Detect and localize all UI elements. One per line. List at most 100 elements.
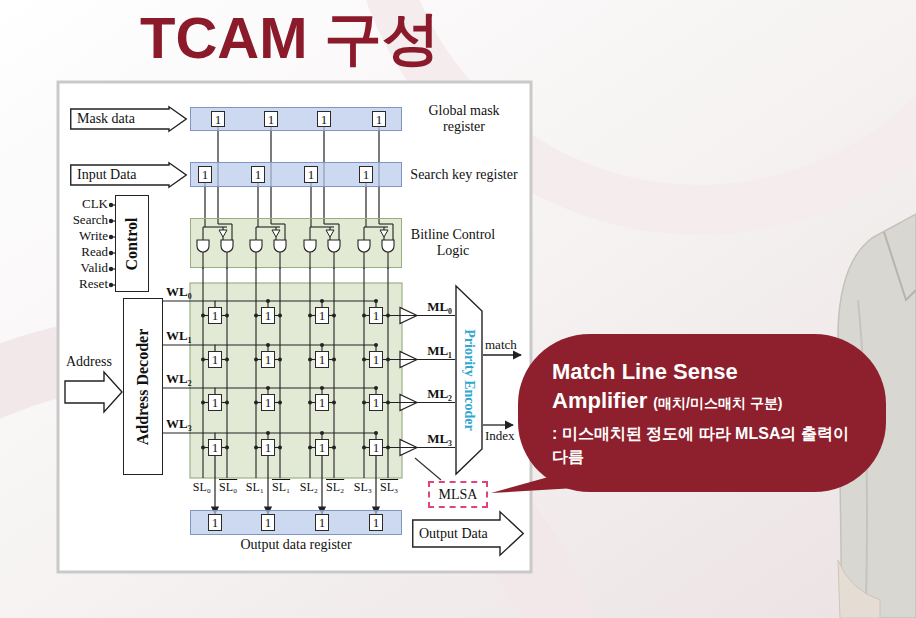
background-swirl (370, 0, 916, 210)
junction-dot (266, 299, 270, 303)
gate-wire (333, 252, 334, 269)
cell-array (190, 283, 402, 478)
tcam-cell: 1 (261, 394, 275, 411)
bit-value: 1 (373, 441, 380, 454)
gate-wire (218, 223, 232, 224)
encoder-shape (456, 286, 482, 474)
bit-value: 1 (202, 168, 209, 181)
signal-wire (383, 447, 455, 448)
junction-dot (278, 401, 282, 405)
mask-bit-cell: 1 (317, 111, 331, 127)
bit-value: 1 (319, 516, 326, 529)
key-bit-cell: 1 (359, 166, 373, 183)
output-bit-cell: 1 (369, 514, 383, 531)
tcam-cell: 1 (369, 439, 383, 456)
line-name: ML₂ (427, 387, 452, 402)
source-line-name: SL₂ (300, 481, 318, 495)
gate-wire (323, 219, 324, 224)
bit-value: 1 (376, 113, 383, 126)
tcam-cell: 1 (315, 351, 329, 368)
line-name: WL₀ (166, 285, 192, 300)
junction-dot (362, 401, 366, 405)
gate-wire (387, 252, 388, 269)
tcam-cell: 1 (369, 307, 383, 324)
gate-wire (257, 219, 258, 227)
block-name: Global mask register (409, 103, 519, 135)
signal-wire (310, 183, 311, 218)
line-name: ML₀ (427, 300, 452, 315)
diagram-panel (58, 82, 531, 572)
junction-dot (201, 314, 205, 318)
junction-dot (225, 401, 229, 405)
junction-dot (201, 401, 205, 405)
signal-name: Read (81, 245, 108, 260)
signal-arrow (375, 456, 376, 514)
gate-wire (226, 252, 227, 269)
bit-value: 1 (212, 516, 219, 529)
word-line (215, 300, 376, 301)
output-bit-cell: 1 (315, 514, 329, 531)
gate-wire (309, 227, 310, 240)
bit-value: 1 (212, 309, 219, 322)
junction-dot (374, 299, 378, 303)
output-arrow: Output Data (412, 511, 524, 556)
signal-name: Valid (81, 261, 108, 276)
bit-value: 1 (268, 113, 275, 126)
key-bit-cell: 1 (304, 166, 318, 183)
tcam-cell: 1 (261, 439, 275, 456)
register-band: 1111Global mask register (190, 107, 402, 131)
gate-wire (202, 227, 203, 240)
tcam-cell: 1 (315, 394, 329, 411)
source-line-name: SL₀ (219, 481, 237, 495)
priority-encoder: Priority Encoder (455, 285, 483, 475)
output-arrow-line (483, 424, 513, 425)
junction-dot (308, 401, 312, 405)
signal-wire (204, 183, 205, 218)
gate-wire (255, 227, 256, 240)
and-gate-symbol (382, 240, 394, 252)
bubble-text: Match Line Sense Amplifier(매치/미스매치 구분): … (552, 358, 852, 468)
bit-value: 1 (265, 441, 272, 454)
inverter-symbol (272, 230, 280, 237)
output-arrow-line (483, 354, 521, 355)
signal-dot (109, 235, 113, 239)
inverter-symbol (380, 230, 388, 237)
line-name: ML₃ (427, 432, 452, 447)
tcam-cell: 1 (315, 307, 329, 324)
bit-value: 1 (321, 113, 328, 126)
signal-wire (383, 359, 455, 360)
block-name: Search key register (409, 166, 519, 182)
junction-dot (374, 386, 378, 390)
source-line-name: SL₀ (193, 481, 211, 495)
junction-dot (278, 358, 282, 362)
inverter-symbol (326, 230, 334, 237)
junction-dot (320, 386, 324, 390)
junction-dot (225, 314, 229, 318)
bit-value: 1 (255, 168, 262, 181)
logic-gates (191, 219, 403, 269)
gate-wire (365, 219, 366, 227)
logic-block: Bitline Control Logic (190, 218, 402, 268)
register-band: 1111Search key register (190, 162, 402, 187)
gate-wire (378, 219, 379, 224)
gate-wire (255, 252, 256, 269)
bit-value: 1 (373, 516, 380, 529)
junction-dot (266, 386, 270, 390)
junction-dot (362, 446, 366, 450)
gate-wire (392, 224, 393, 240)
register-band: 1111Output data register (190, 510, 402, 535)
junction-dot (320, 343, 324, 347)
data-name-text: Mask data (77, 111, 135, 126)
gate-wire (338, 224, 339, 240)
presenter-hand (838, 560, 880, 618)
junction-dot (320, 299, 324, 303)
signal-name: Search (73, 213, 108, 228)
block-name: MLSA (439, 488, 478, 502)
junction-dot (266, 431, 270, 435)
gate-wire (379, 223, 393, 224)
signal-wire (383, 315, 455, 316)
input-arrow: Input Data (70, 162, 187, 188)
line-name: WL₂ (166, 372, 192, 387)
and-gate-symbol (250, 240, 262, 252)
signal-wire (257, 183, 258, 218)
